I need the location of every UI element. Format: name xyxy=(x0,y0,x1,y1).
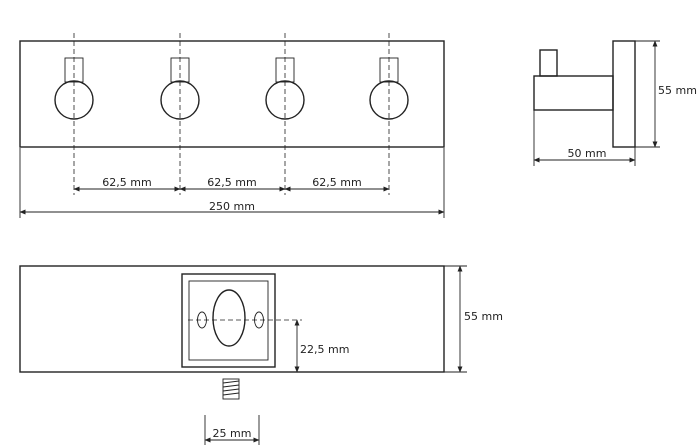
side-hook-arm xyxy=(533,75,614,111)
hook-3 xyxy=(265,33,305,195)
total-width-label: 250 mm xyxy=(209,200,255,213)
side-height-label: 55 mm xyxy=(658,84,697,97)
rear-view: 22,5 mm 55 mm 25 mm xyxy=(19,265,503,445)
rear-height-label: 55 mm xyxy=(464,310,503,323)
mount-offset-label: 22,5 mm xyxy=(300,343,349,356)
front-plate xyxy=(19,40,445,148)
mounting-bracket-inner xyxy=(188,280,269,361)
rear-plate xyxy=(19,265,445,373)
hook-4 xyxy=(369,33,409,195)
hook-1 xyxy=(54,33,94,195)
side-view: 55 mm 50 mm xyxy=(533,40,697,166)
spacing-label-1: 62,5 mm xyxy=(102,176,151,189)
bracket-center-hole xyxy=(212,289,246,347)
side-depth-label: 50 mm xyxy=(568,147,607,160)
spacing-label-3: 62,5 mm xyxy=(312,176,361,189)
side-hook-tab xyxy=(539,49,558,77)
screw xyxy=(222,378,240,400)
front-view: 62,5 mm 62,5 mm 62,5 mm 250 mm xyxy=(19,33,445,218)
side-wall-plate xyxy=(612,40,636,148)
hook-2 xyxy=(160,33,200,195)
mounting-bracket-outer xyxy=(181,273,276,368)
spacing-label-2: 62,5 mm xyxy=(207,176,256,189)
screw-width-label: 25 mm xyxy=(213,427,252,440)
